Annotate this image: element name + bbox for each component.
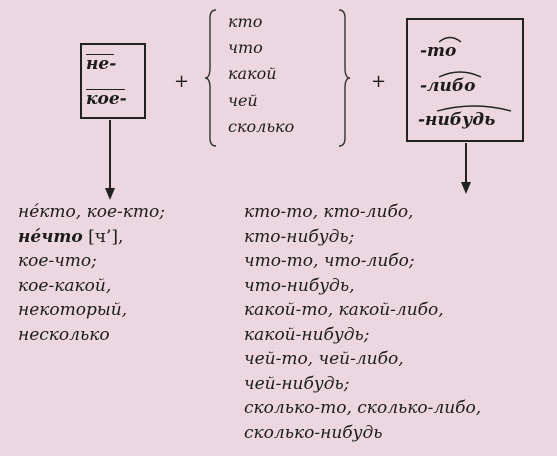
left-result-2: нéчто [ч’], [18,225,165,250]
suffix-to-text: -то [420,41,457,61]
suffix-libo-text: -либо [420,76,476,96]
right-brace [338,9,351,147]
suffix-box: -то -либо -нибудь [406,18,524,142]
prefix-koe: кое- [86,89,127,109]
pronoun-kakoy: какой [228,64,277,83]
suffix-nibud: -нибудь [418,105,512,131]
suffix-libo: -либо [420,71,482,97]
suffix-to-arc [438,36,462,43]
suffix-to: -то [420,36,462,62]
suffix-nibud-text: -нибудь [418,110,496,130]
left-result-5: некоторый, [18,300,128,320]
suffix-libo-arc [438,71,482,78]
left-result-1: нéкто, кое-кто; [18,202,165,222]
pronoun-skolko: сколько [228,117,295,136]
prefix-ne: не- [86,54,116,74]
left-result-3: кое-что; [18,251,97,271]
right-result-1: кто-то, кто-либо, [244,202,414,222]
left-result-6: несколько [18,324,110,345]
prefix-koe-mark [86,89,125,90]
right-results: кто-то, кто-либо, кто-нибудь; что-то, чт… [244,200,481,445]
pronoun-chey: чей [228,91,258,110]
right-result-7: чей-то, чей-либо, [244,349,404,369]
right-result-8: чей-нибудь; [244,373,350,394]
right-result-6: какой-нибудь; [244,324,370,345]
right-result-3: что-то, что-либо; [244,251,415,271]
left-result-2-note: [ч’], [88,226,124,247]
prefix-box: не- кое- [80,43,146,119]
suffix-nibud-arc [436,105,512,112]
plus-sign-left: + [174,71,190,92]
pronoun-kto: кто [228,12,263,31]
right-result-10: сколько-нибудь [244,422,383,443]
arrow-right-head [461,182,471,194]
right-result-2: кто-нибудь; [244,226,355,247]
arrow-left-head [105,188,115,200]
left-brace [204,9,217,147]
right-result-4: что-нибудь, [244,275,355,296]
arrow-left-line [109,120,111,190]
plus-sign-right: + [371,71,387,92]
prefix-ne-text: не- [86,54,117,74]
left-results: нéкто, кое-кто; нéчто [ч’], кое-что; кое… [18,200,165,347]
prefix-koe-text: кое- [86,89,127,109]
right-result-5: какой-то, какой-либо, [244,300,444,320]
left-result-2-word: нéчто [18,226,83,247]
right-result-9: сколько-то, сколько-либо, [244,398,482,418]
left-result-4: кое-какой, [18,275,112,296]
prefix-ne-mark [86,54,115,55]
arrow-right-line [465,143,467,184]
pronoun-chto: что [228,38,263,57]
